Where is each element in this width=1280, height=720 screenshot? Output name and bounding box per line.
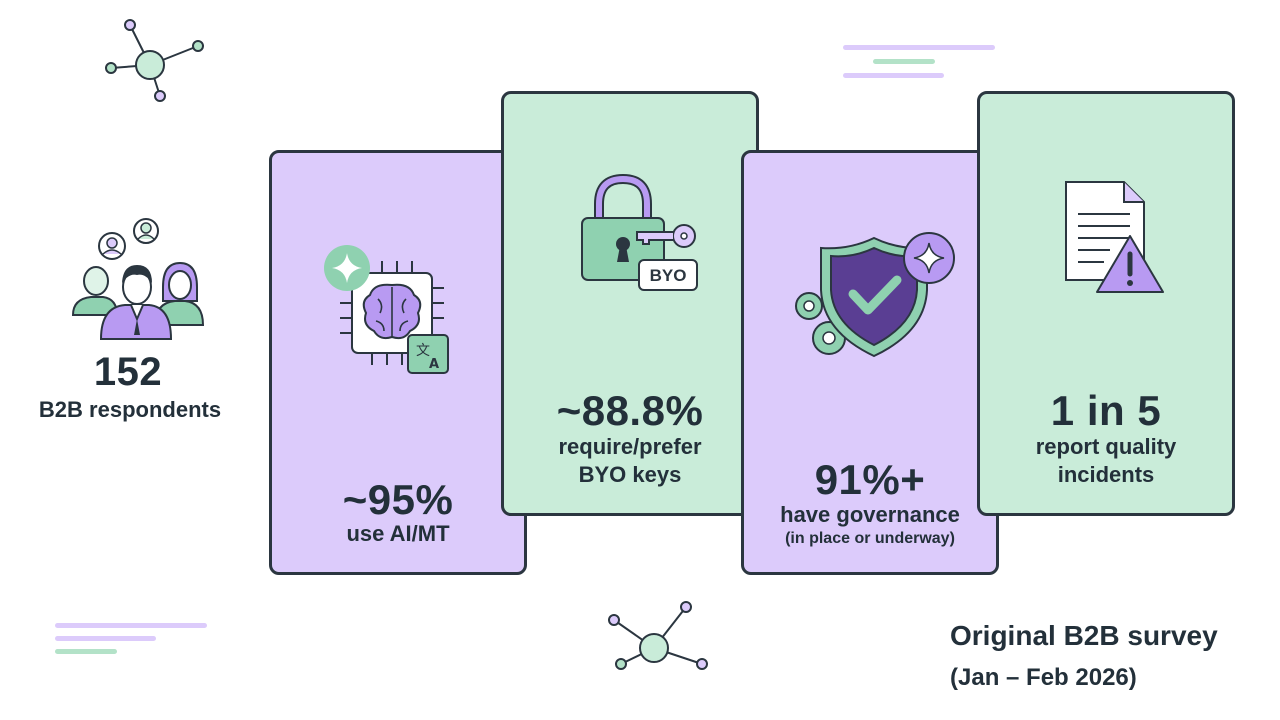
decorative-bar <box>873 59 935 64</box>
decorative-bar <box>55 649 117 654</box>
stat-value-ai-mt: ~95% <box>342 476 454 523</box>
stat-card-governance: 91%+ have governance (in place or underw… <box>741 150 999 575</box>
stat-label-quality-line1: report quality <box>1035 434 1177 459</box>
ai-chip-translate-icon: 文 A <box>324 245 449 374</box>
document-warning-icon <box>1065 181 1164 293</box>
svg-text:A: A <box>429 357 439 372</box>
decorative-bar <box>843 45 995 50</box>
stat-value-byo-keys: ~88.8% <box>556 387 704 434</box>
stat-value-governance: 91%+ <box>814 456 926 503</box>
decorative-bar <box>55 636 156 641</box>
network-node-icon <box>608 601 708 670</box>
stat-card-quality-incidents: 1 in 5 report quality incidents <box>977 91 1235 516</box>
respondents-label: B2B respondents <box>38 397 222 422</box>
respondents-count: 152 <box>93 350 163 394</box>
byo-badge: BYO <box>650 266 687 285</box>
people-group-icon <box>71 218 205 340</box>
decorative-bar <box>55 623 207 628</box>
source-title: Original B2B survey <box>950 620 1218 651</box>
decorative-bar <box>843 73 944 78</box>
stat-label-byo-keys-line2: BYO keys <box>578 462 682 487</box>
stat-label-governance: have governance <box>780 502 960 527</box>
source-dates: (Jan – Feb 2026) <box>950 664 1137 691</box>
stat-label-ai-mt: use AI/MT <box>346 521 450 546</box>
padlock-key-icon: BYO <box>581 173 698 291</box>
stat-value-quality-incidents: 1 in 5 <box>1050 387 1162 434</box>
shield-check-icon <box>795 232 955 358</box>
stat-card-ai-mt: 文 A ~95% use AI/MT <box>269 150 527 575</box>
stat-label-byo-keys-line1: require/prefer <box>558 434 702 459</box>
svg-text:文: 文 <box>416 343 430 359</box>
respondents-block: 152 B2B respondents <box>25 215 235 425</box>
stat-sublabel-governance: (in place or underway) <box>785 530 955 547</box>
network-node-icon <box>105 19 204 102</box>
stat-card-byo-keys: BYO ~88.8% require/prefer BYO keys <box>501 91 759 516</box>
stat-label-quality-line2: incidents <box>1057 462 1155 487</box>
